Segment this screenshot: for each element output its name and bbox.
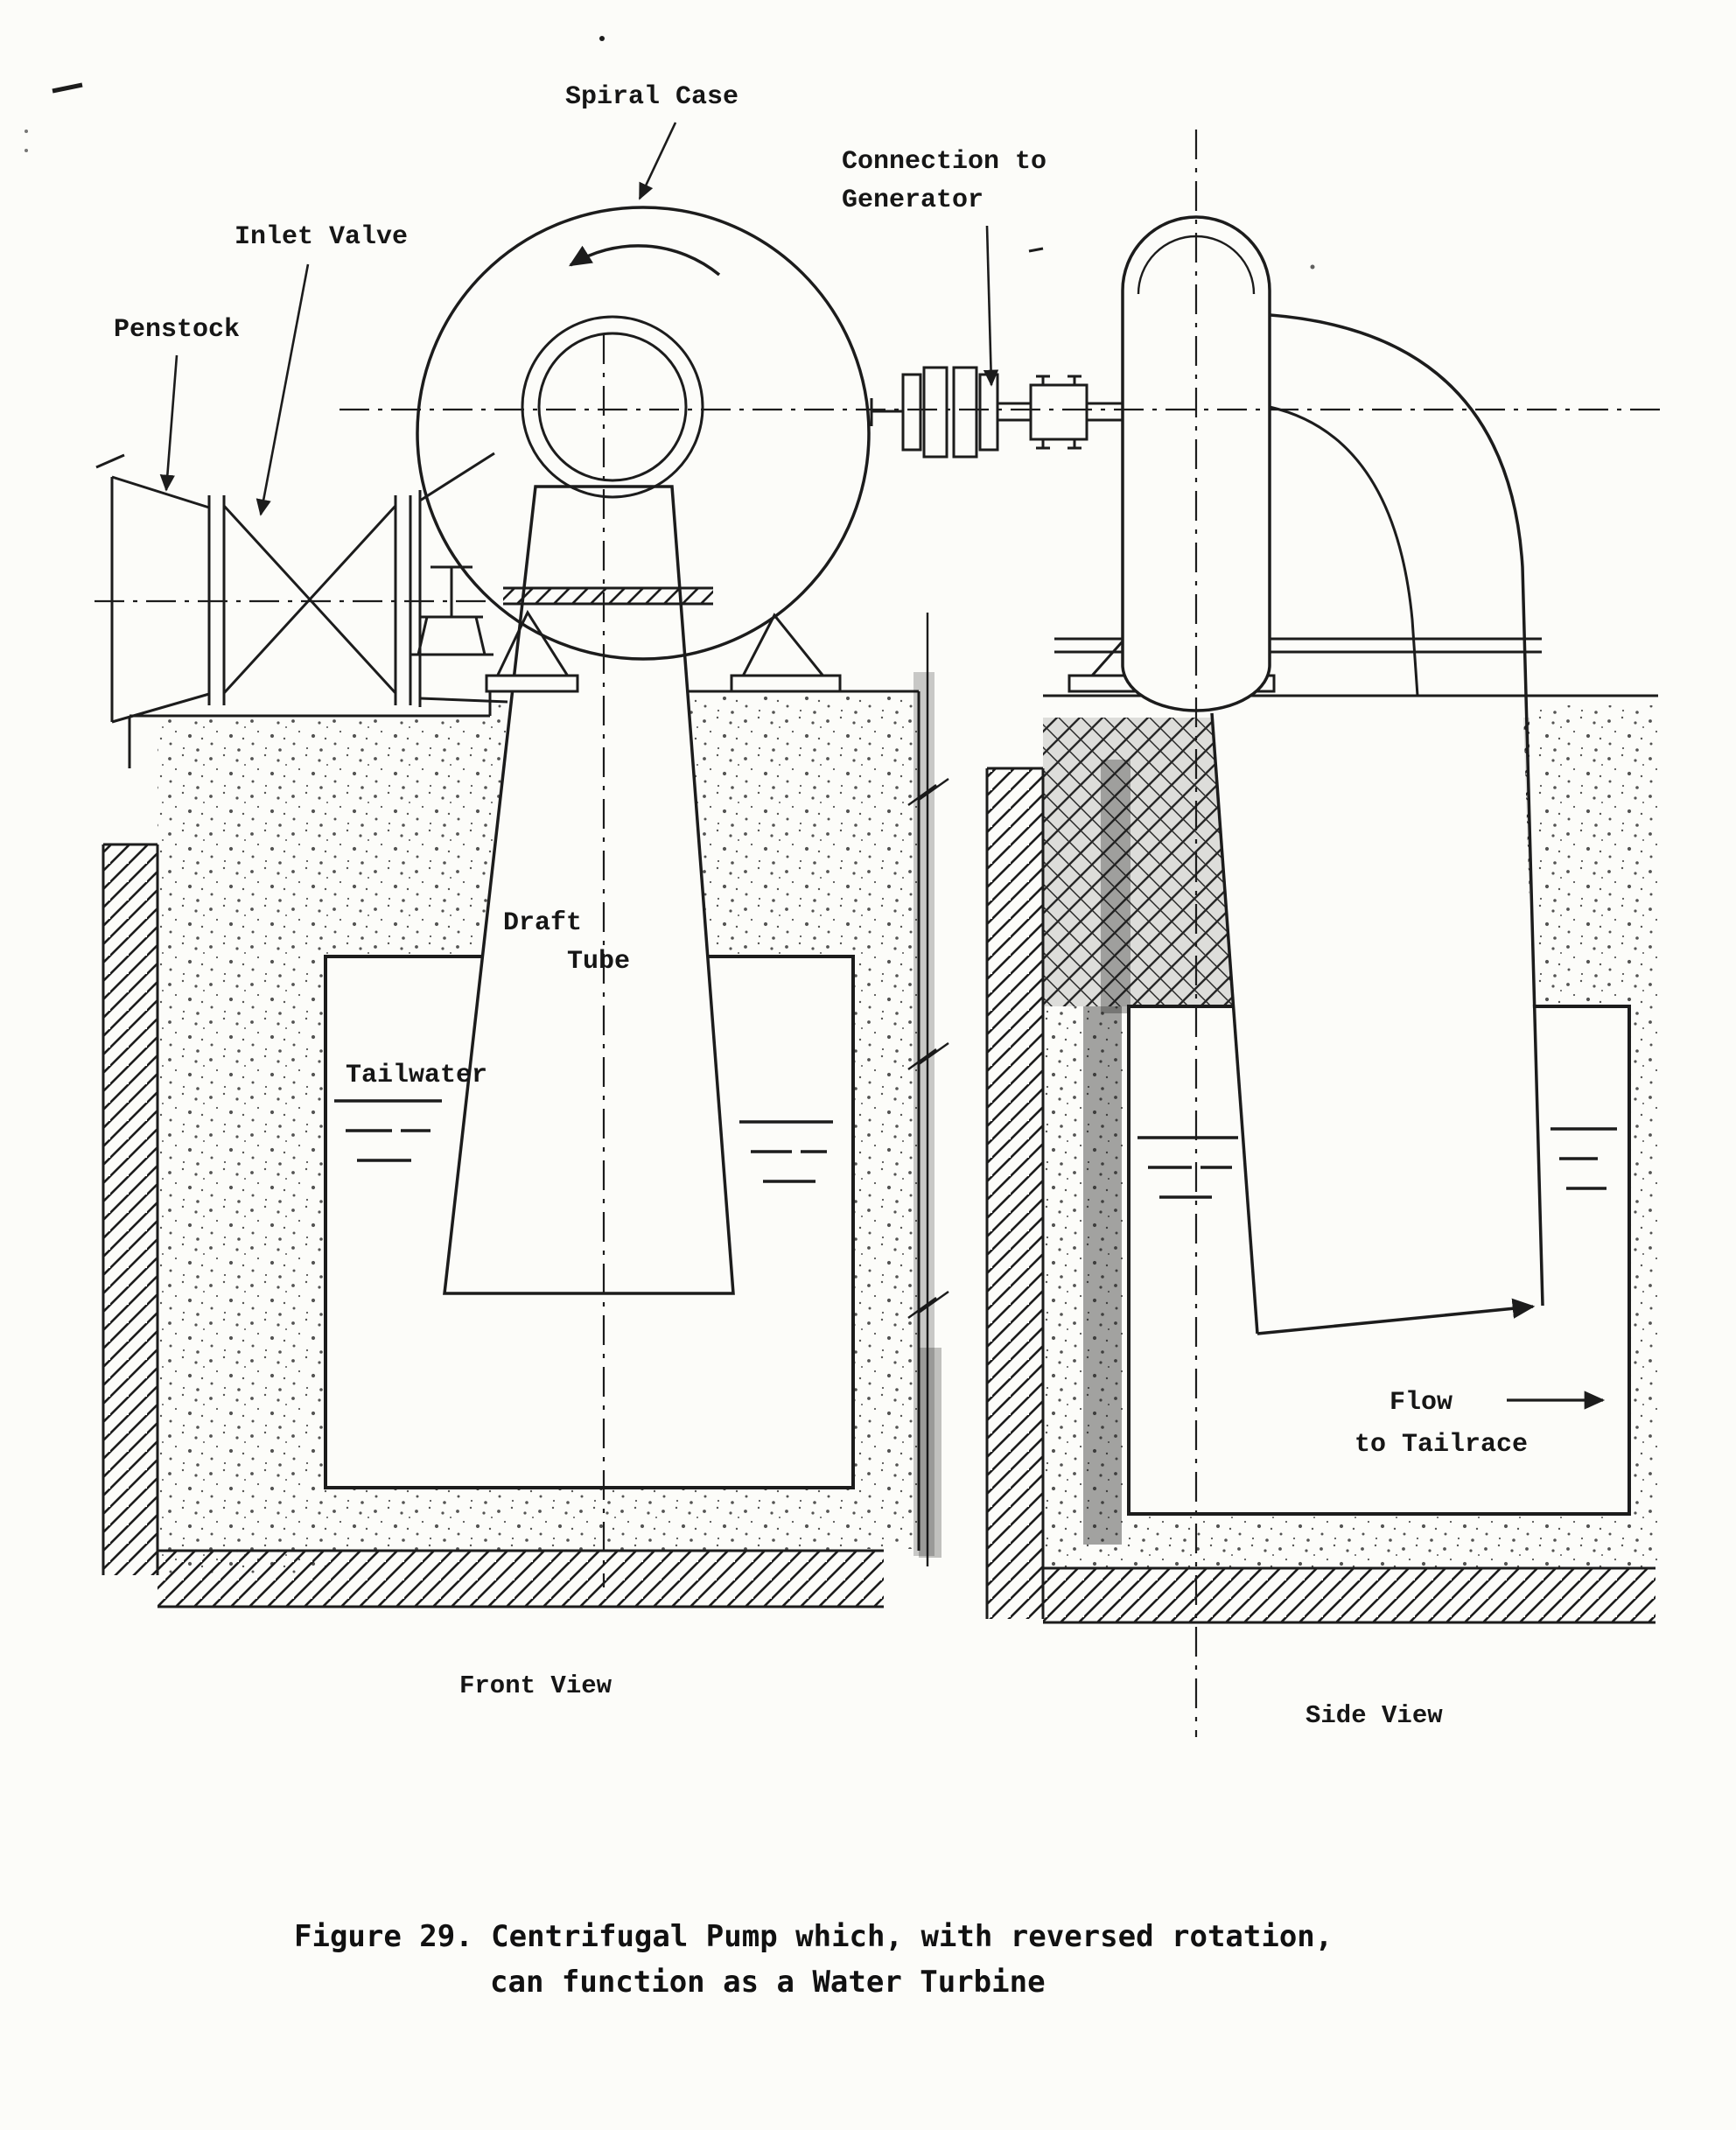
- penstock-pipe: [95, 453, 210, 724]
- side-view-title: Side View: [1306, 1701, 1443, 1730]
- runner-eye-outer-circle: [521, 315, 704, 499]
- front-concrete-texture: [158, 697, 919, 1573]
- break-symbol: [907, 1291, 949, 1319]
- casing-inlet-transition: [418, 452, 508, 707]
- spiral-case-leader-arrow: [638, 122, 677, 200]
- front-centerlines: [94, 334, 606, 1587]
- front-ground-hatch: [102, 843, 884, 1608]
- label-draft-tube-line1: Draft: [503, 908, 582, 938]
- side-draft-tube-outlet: [1256, 1298, 1536, 1335]
- runner-eye-inner-circle: [537, 332, 688, 482]
- casing-supports: [485, 609, 842, 693]
- discharge-elbow-outer: [1270, 313, 1544, 1307]
- break-symbol: [907, 778, 949, 806]
- connection-leader-arrow: [983, 225, 999, 387]
- front-water-surface-marks: [334, 1099, 833, 1183]
- penstock-leader-arrow: [159, 354, 178, 492]
- break-symbol: [907, 1042, 949, 1070]
- shaft-and-coupling: [870, 366, 1123, 459]
- spiral-case-outline: [416, 206, 871, 661]
- label-flow-line2: to Tailrace: [1354, 1430, 1528, 1460]
- label-penstock: Penstock: [114, 315, 240, 345]
- figure-caption: Figure 29. Centrifugal Pump which, with …: [294, 1919, 1333, 2000]
- label-flow-line1: Flow: [1390, 1388, 1452, 1418]
- front-view-title: Front View: [459, 1671, 612, 1700]
- label-tailwater: Tailwater: [346, 1061, 487, 1090]
- section-break-line: [907, 613, 949, 1566]
- front-view-drawing: [94, 206, 920, 1608]
- inlet-valve-leader-arrow: [256, 263, 310, 516]
- diagram-labels: Spiral Case Connection to Generator Inle…: [114, 82, 1528, 1730]
- label-inlet-valve: Inlet Valve: [234, 222, 408, 252]
- label-spiral-case: Spiral Case: [565, 82, 738, 112]
- side-draft-tube-left-edge: [1210, 712, 1259, 1335]
- label-leaders: [159, 122, 1606, 1410]
- side-ground-hatch: [985, 767, 1656, 1624]
- rotation-arrow: [569, 244, 721, 277]
- side-draft-tube: [1212, 713, 1543, 1334]
- draft-tube-sole-plate: [503, 586, 713, 606]
- scan-artifacts: [24, 36, 1315, 270]
- label-connection-line1: Connection to: [842, 147, 1046, 177]
- caption-line2: can function as a Water Turbine: [490, 1965, 1046, 2000]
- caption-line1: Figure 29. Centrifugal Pump which, with …: [294, 1919, 1333, 1954]
- label-connection-line2: Generator: [842, 186, 984, 215]
- side-water-surface-marks: [1138, 1127, 1617, 1199]
- discharge-elbow-inner: [1269, 405, 1419, 697]
- label-draft-tube-line2: Tube: [567, 947, 630, 977]
- valve-operator-stand: [410, 565, 494, 656]
- side-view-drawing: [870, 130, 1658, 1737]
